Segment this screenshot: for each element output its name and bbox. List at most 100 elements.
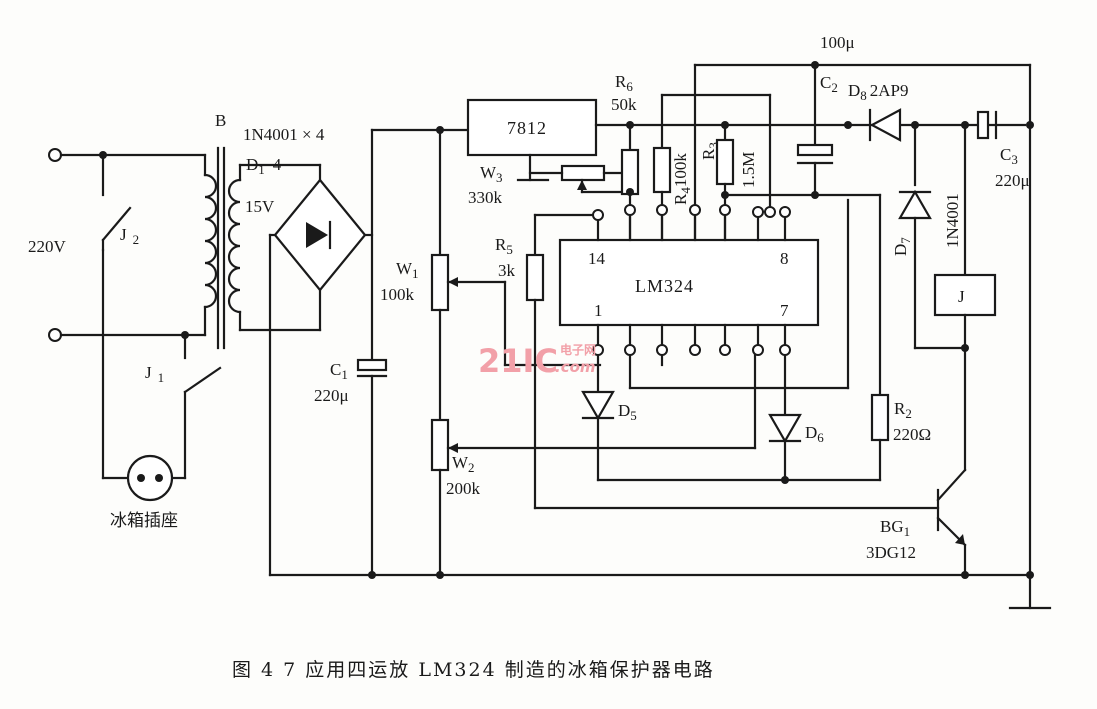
w3-sub: 3 [496, 170, 503, 185]
c3-value: 220μ [995, 171, 1030, 190]
regulator-label: 7812 [507, 118, 547, 138]
watermark-main: 21IC [478, 342, 558, 380]
r4-resistor [652, 93, 772, 242]
r5-sub: 5 [506, 242, 513, 257]
d7-sub: 7 [898, 237, 913, 244]
w3-letter: W [480, 163, 497, 182]
d8-sub: 8 [860, 88, 867, 103]
w2-value: 200k [446, 479, 481, 498]
figure-caption: 图 4 7 应用四运放 LM324 制造的冰箱保护器电路 [232, 659, 715, 681]
r3-value: 1.5M [739, 152, 758, 188]
w2-letter: W [452, 453, 469, 472]
d7-letter: D [891, 244, 910, 256]
j2-sub: 2 [133, 232, 140, 247]
w1-value: 100k [380, 285, 415, 304]
fridge-socket [126, 454, 174, 502]
w3-value: 330k [468, 188, 503, 207]
d8-letter: D [848, 81, 860, 100]
bg1-letter: BG [880, 517, 904, 536]
mains-section [48, 148, 222, 480]
r4-label: R4100k [671, 153, 693, 205]
watermark-logo: 21IC 电子网 .com [478, 342, 596, 380]
w1-sub: 1 [412, 266, 419, 281]
r3-sub: 3 [706, 142, 721, 149]
c1-name: C1 [330, 360, 348, 382]
w3-name: W3 [480, 163, 503, 185]
d8-part: 2AP9 [870, 81, 909, 100]
c2-sub: 2 [831, 80, 838, 95]
d8-diode [868, 108, 902, 142]
c3-capacitor [976, 110, 998, 140]
secondary-voltage-label: 15V [245, 197, 275, 216]
c2-capacitor [723, 63, 882, 397]
mains-voltage-label: 220V [28, 237, 67, 256]
transformer-label: B [215, 111, 226, 130]
d5-diode [581, 198, 882, 482]
lm324-chip [558, 208, 820, 347]
bg1-part: 3DG12 [866, 543, 916, 562]
c2-name: C2 [820, 73, 838, 95]
r2-sub: 2 [905, 406, 912, 421]
bridge-name-suffix: 4 [273, 155, 282, 174]
relay-coil-label: J [958, 287, 965, 306]
r2-letter: R [894, 399, 906, 418]
d5-sub: 5 [630, 408, 637, 423]
d6-letter: D [805, 423, 817, 442]
r6-letter: R [615, 72, 627, 91]
c1-section [356, 128, 470, 577]
pin-14-label: 14 [588, 249, 606, 268]
c3-letter: C [1000, 145, 1011, 164]
w2-sub: 2 [468, 460, 475, 475]
socket-label: 冰箱插座 [110, 511, 178, 530]
r4-sub: 4 [678, 187, 693, 194]
c1-letter: C [330, 360, 341, 379]
r4-letter: R [671, 193, 690, 205]
r6-sub: 6 [626, 79, 633, 94]
j2-letter: J [120, 225, 127, 244]
d6-sub: 6 [817, 430, 824, 445]
bridge-name-letter: D [246, 155, 258, 174]
d7-part: 1N4001 [943, 193, 962, 248]
c3-name: C3 [1000, 145, 1018, 167]
pin-7-label: 7 [780, 301, 789, 320]
bg1-transistor [936, 468, 967, 577]
bridge-name-sub: 1 [258, 162, 265, 177]
r2-name: R2 [894, 399, 912, 421]
r5-name: R5 [495, 235, 513, 257]
d7-name: D7 [891, 237, 913, 256]
r4-value: 100k [671, 153, 690, 188]
regulator-7812 [466, 98, 1027, 182]
w1-w2-divider [430, 128, 757, 577]
r2-value: 220Ω [893, 425, 931, 444]
transformer-b [183, 146, 322, 350]
bg1-sub: 1 [904, 524, 911, 539]
r6-name: R6 [615, 72, 633, 94]
bridge-part-label: 1N4001 × 4 [243, 125, 325, 144]
d5-letter: D [618, 401, 630, 420]
r5-value: 3k [498, 261, 516, 280]
d5-label: D5 [618, 401, 637, 423]
bridge-rectifier [268, 163, 374, 577]
r5-resistor [525, 213, 940, 510]
watermark-bottom: .com [555, 358, 596, 376]
r5-letter: R [495, 235, 507, 254]
w1-letter: W [396, 259, 413, 278]
bg1-name: BG1 [880, 517, 910, 539]
c1-sub: 1 [341, 367, 348, 382]
j1-letter: J [145, 363, 152, 382]
r3-name: R3 [699, 142, 721, 160]
r6-value: 50k [611, 95, 637, 114]
c1-value: 220μ [314, 386, 349, 405]
d6-label: D6 [805, 423, 824, 445]
d6-diode [768, 350, 802, 482]
c2-value: 100μ [820, 33, 855, 52]
opamp-label: LM324 [635, 276, 694, 296]
w1-name: W1 [396, 259, 419, 281]
junction-dots [99, 61, 1034, 579]
